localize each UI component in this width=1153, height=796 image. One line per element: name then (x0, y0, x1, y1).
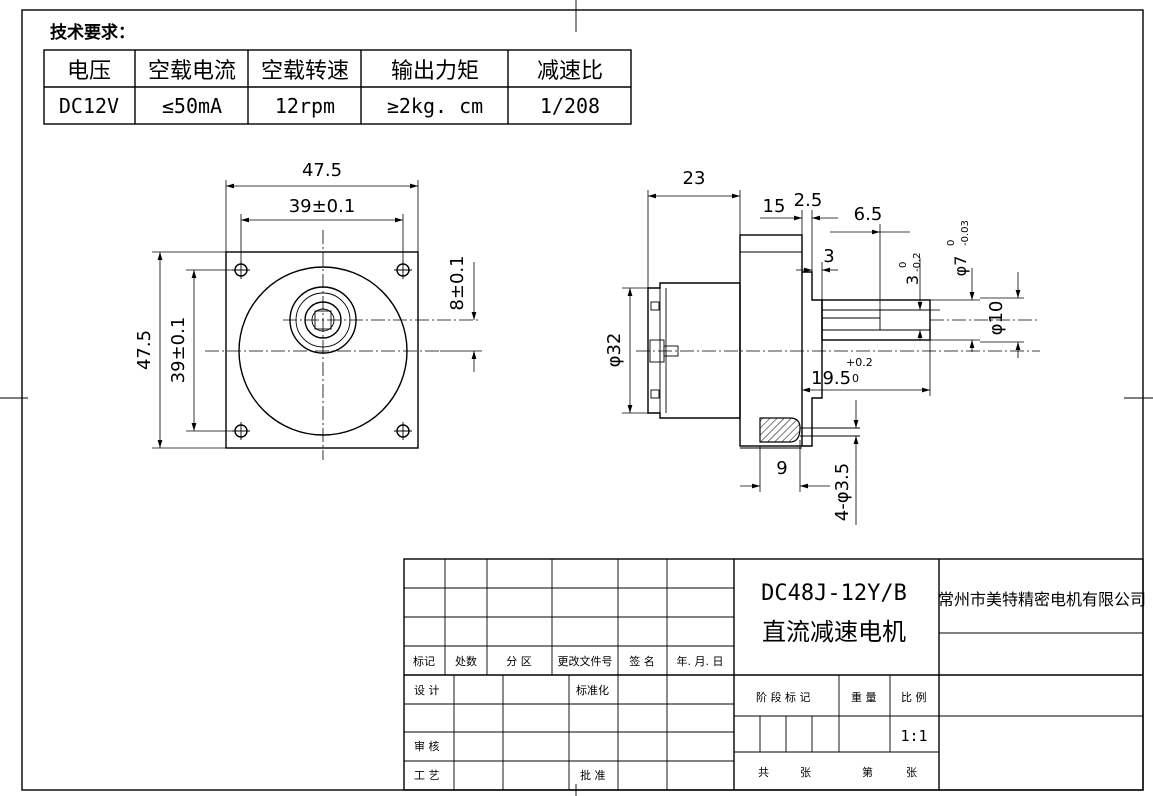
label-sheet-no: 第 (862, 765, 873, 779)
dim-total-length: 23 (683, 168, 706, 189)
front-flange-outline (225, 251, 419, 449)
tech-value-voltage: DC12V (59, 94, 119, 118)
gearbox-body (739, 234, 803, 447)
dim-front-height: 47.5 (134, 330, 155, 370)
label-scale: 比 例 (901, 690, 927, 704)
tech-heading: 技术要求： (50, 22, 135, 43)
tech-header-output-torque: 输出力矩 (391, 59, 479, 84)
label-total-sheets: 共 (758, 766, 769, 779)
dim-hole-offset: 9 (776, 458, 787, 479)
title-block: DC48J-12Y/B 直流减速电机 常州市美特精密电机有限公司 标记 处数 分… (403, 558, 1146, 791)
tech-value-torque: ≥2kg. cm (387, 94, 483, 118)
dim-flat-width: 3 (903, 275, 922, 285)
dim-front-hole-spacing-y: 39±0.1 (168, 317, 189, 384)
motor-body (647, 282, 741, 419)
dim-shaft-tol-upper: 0 (946, 240, 957, 246)
front-view: 47.5 39±0.1 47.5 39±0.1 8±0.1 (134, 160, 482, 460)
scale-value: 1:1 (900, 727, 927, 745)
label-approve: 批 准 (580, 768, 606, 782)
rev-header-date: 年. 月. 日 (677, 654, 724, 668)
rev-header-count: 处数 (455, 655, 477, 668)
rev-header-mark: 标记 (413, 654, 435, 668)
dim-front-hole-spacing-x: 39±0.1 (289, 196, 356, 217)
rev-header-doc: 更改文件号 (558, 654, 613, 668)
mounting-hole-section (759, 417, 801, 443)
dim-boss: 3 (823, 246, 834, 267)
label-review: 审 核 (414, 739, 440, 753)
dim-shaft-ext: 19.5 (811, 368, 851, 389)
side-view: 23 15 2.5 6.5 3 3 0 -0.2 φ7 0 (604, 168, 1040, 525)
tech-header-noload-speed: 空载转速 (261, 59, 349, 84)
dim-front-width: 47.5 (302, 160, 342, 181)
output-boss (802, 271, 823, 447)
tech-value-ratio: 1/208 (540, 94, 600, 118)
label-process: 工 艺 (414, 769, 440, 782)
label-design: 设 计 (414, 684, 440, 697)
dim-boss-dia: φ10 (986, 301, 1007, 336)
dim-gearbox: 15 (763, 196, 786, 217)
dim-shaft-ext-tol-upper: +0.2 (846, 356, 873, 369)
label-sheet-no-unit: 张 (906, 766, 917, 779)
tech-requirements: 技术要求： 电压 空载电流 空载转速 输出力矩 减速比 DC12V ≤50mA … (43, 22, 632, 125)
tech-header-voltage: 电压 (67, 59, 111, 84)
tech-header-noload-current: 空载电流 (148, 59, 236, 84)
dim-flat-tol-lower: -0.2 (912, 252, 923, 272)
dim-shaft-offset: 8±0.1 (447, 255, 468, 310)
mounting-holes (232, 261, 412, 440)
dim-motor-dia: φ32 (604, 333, 625, 368)
dim-shaft-length: 6.5 (854, 204, 883, 225)
rev-header-zone: 分 区 (506, 655, 532, 668)
dim-shaft-dia: φ7 (951, 256, 970, 277)
dim-mount-holes: 4-φ3.5 (832, 463, 853, 521)
output-shaft (821, 299, 931, 341)
dim-flat-tol-upper: 0 (898, 262, 909, 268)
dim-flange: 2.5 (794, 190, 823, 211)
tech-value-speed: 12rpm (275, 94, 335, 118)
company-name: 常州市美特精密电机有限公司 (938, 590, 1146, 609)
tech-header-ratio: 减速比 (537, 59, 603, 84)
label-weight: 重 量 (851, 690, 877, 704)
dim-shaft-ext-tol-lower: 0 (852, 372, 859, 385)
product-name: 直流减速电机 (762, 618, 906, 646)
tech-value-current: ≤50mA (162, 94, 222, 118)
label-standardize: 标准化 (576, 683, 609, 697)
label-stage-mark: 阶 段 标 记 (756, 690, 811, 704)
label-total-sheets-unit: 张 (800, 766, 811, 779)
model-number: DC48J-12Y/B (761, 581, 907, 606)
dim-shaft-tol-lower: -0.03 (960, 220, 971, 246)
rev-header-sign: 签 名 (629, 654, 655, 668)
